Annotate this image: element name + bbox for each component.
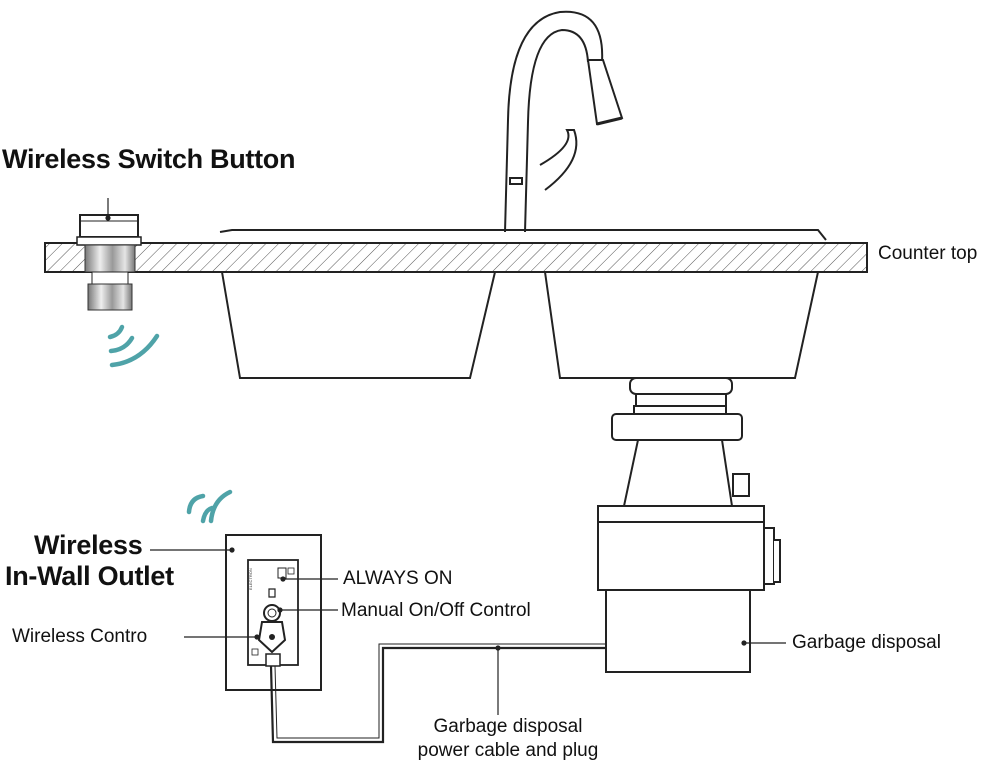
wireless-switch-button-label: Wireless Switch Button bbox=[2, 144, 296, 174]
cable-label-line2: power cable and plug bbox=[417, 740, 599, 761]
counter-top-label: Counter top bbox=[878, 243, 978, 264]
svg-text:ELECTRON: ELECTRON bbox=[248, 568, 253, 590]
always-on-label: ALWAYS ON bbox=[343, 568, 453, 589]
garbage-disposal-label: Garbage disposal bbox=[792, 632, 941, 653]
wireless-outlet-label-line2: In-Wall Outlet bbox=[5, 561, 174, 591]
faucet bbox=[504, 10, 624, 233]
power-cable bbox=[269, 643, 606, 744]
wireless-outlet-label-line1: Wireless bbox=[34, 530, 143, 560]
switch-signal-icon bbox=[107, 324, 160, 368]
outlet-signal-icon bbox=[186, 489, 233, 524]
wireless-in-wall-outlet: ELECTRON bbox=[225, 534, 322, 691]
cable-label-line1: Garbage disposal bbox=[433, 716, 583, 737]
wireless-control-label: Wireless Contro bbox=[12, 626, 148, 647]
wireless-switch-button bbox=[76, 214, 142, 311]
counter-top bbox=[44, 242, 868, 273]
leader-lines bbox=[105, 198, 786, 715]
manual-control-label: Manual On/Off Control bbox=[341, 600, 531, 621]
garbage-disposal-unit bbox=[597, 377, 781, 673]
